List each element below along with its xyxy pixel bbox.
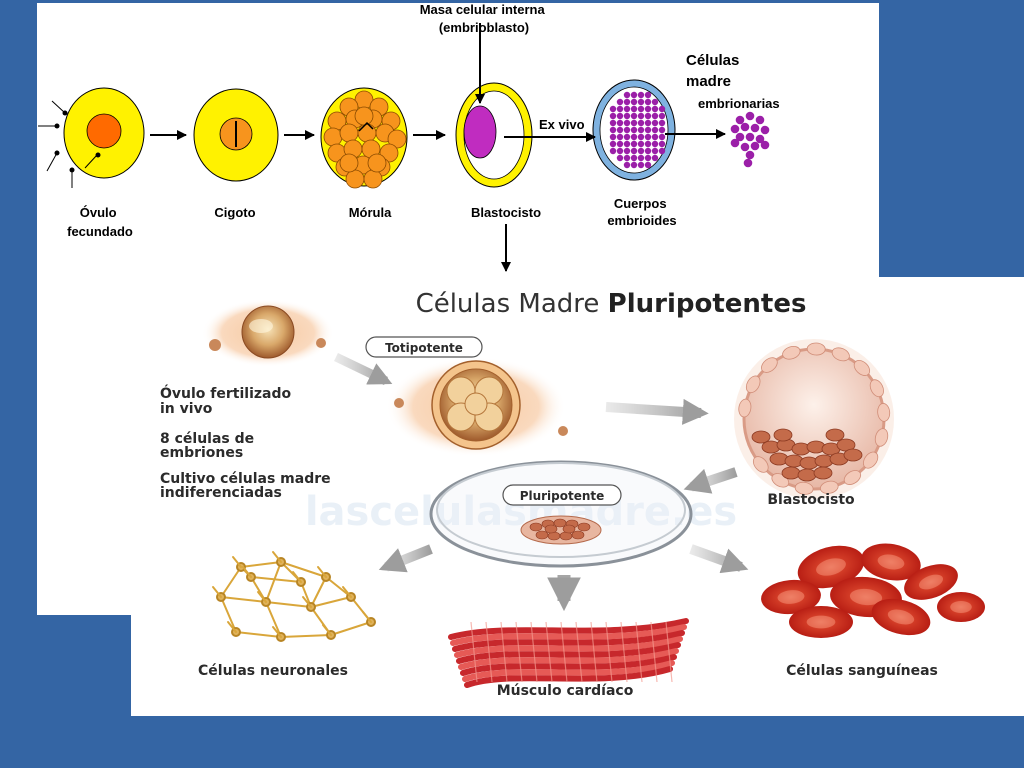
pluripotent-stem-cells-diagram: Células Madre Pluripotentes lascelulasma… bbox=[160, 289, 985, 699]
embryonic-stem-cells-label: Células madre bbox=[686, 52, 744, 90]
pluripotent-stem-cells-panel: Células Madre Pluripotentes lascelulasma… bbox=[131, 277, 1024, 716]
petri-dish-illustration bbox=[429, 460, 693, 568]
output-label-blood: Células sanguíneas bbox=[786, 663, 938, 679]
totipotent-tag: Totipotente bbox=[365, 336, 483, 358]
embryonic-stem-cells-illustration bbox=[730, 111, 770, 168]
arrow-dish-to-neurons bbox=[378, 544, 433, 573]
eight-cell-embryo-illustration bbox=[386, 357, 568, 457]
arrow-egg-to-8cell bbox=[334, 352, 393, 386]
blastocyst-label: Blastocisto bbox=[767, 492, 855, 508]
blastocyst-illustration bbox=[455, 82, 533, 188]
embryo-development-diagram: Masa celular interna (embrioblasto) Ex v… bbox=[38, 2, 780, 272]
ex-vivo-label: Ex vivo bbox=[539, 117, 585, 132]
fertilized-egg-illustration bbox=[202, 299, 334, 367]
arrow-blastocyst-to-dish bbox=[683, 467, 738, 494]
embryonic-label: embrionarias bbox=[698, 96, 780, 111]
stage-label-ovum: Óvulo fecundado bbox=[67, 205, 133, 239]
zygote-illustration bbox=[193, 88, 279, 182]
red-blood-cells-illustration bbox=[761, 543, 985, 638]
step-fertilized-egg: Óvulo fertilizado in vivo bbox=[160, 384, 296, 417]
svg-text:Totipotente: Totipotente bbox=[385, 341, 463, 355]
stage-label-morula: Mórula bbox=[349, 205, 392, 220]
diagram-title: Células Madre Pluripotentes bbox=[416, 289, 807, 319]
inner-cell-mass-label: Masa celular interna (embrioblasto) bbox=[420, 2, 549, 35]
output-label-cardiac: Músculo cardíaco bbox=[497, 683, 634, 699]
neuron-cells-illustration bbox=[212, 551, 376, 642]
pluripotent-tag: Pluripotente bbox=[502, 484, 622, 506]
fertilized-ovum-illustration bbox=[38, 87, 145, 188]
output-label-neurons: Células neuronales bbox=[198, 663, 348, 679]
arrow-8cell-to-blastocyst bbox=[605, 398, 709, 425]
stage-label-zygote: Cigoto bbox=[214, 205, 255, 220]
blastocyst-photo-illustration bbox=[734, 339, 894, 499]
step-culture: Cultivo células madre indiferenciadas bbox=[160, 471, 336, 501]
cardiac-muscle-illustration bbox=[448, 618, 689, 688]
morula-illustration bbox=[320, 87, 408, 189]
stage-label-embryoid-bodies: Cuerpos embrioides bbox=[607, 196, 676, 228]
step-8-cells: 8 células de embriones bbox=[160, 431, 259, 461]
svg-text:Pluripotente: Pluripotente bbox=[520, 489, 605, 503]
arrow-dish-to-blood bbox=[689, 544, 749, 574]
flow-arrows bbox=[150, 23, 726, 272]
embryoid-bodies-illustration bbox=[592, 79, 676, 181]
stage-label-blastocyst: Blastocisto bbox=[471, 205, 541, 220]
